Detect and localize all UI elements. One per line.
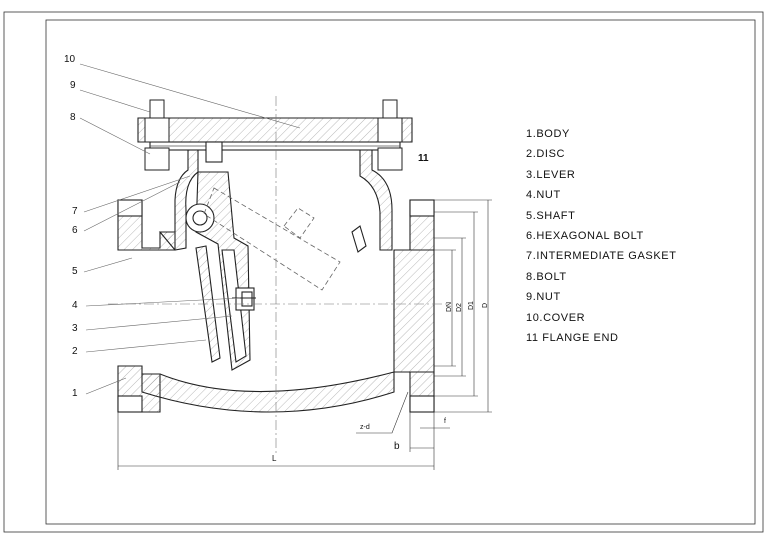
cover (137, 117, 413, 151)
dim-d1: D1 (468, 301, 475, 310)
callout-4: 4 (72, 300, 78, 311)
leader-lines (79, 63, 301, 395)
part-item: 6.HEXAGONAL BOLT (526, 229, 644, 242)
dim-f: f (444, 418, 446, 425)
callout-3: 3 (72, 323, 78, 334)
inner-border (45, 19, 756, 525)
part-item: 4.NUT (526, 189, 561, 202)
part-item: 7.INTERMEDIATE GASKET (526, 250, 677, 263)
dim-dn: DN (446, 301, 453, 312)
dim-d2: D2 (456, 303, 463, 312)
part-item: 2.DISC (526, 148, 566, 161)
callout-7: 7 (72, 206, 78, 217)
part-item: 9.NUT (526, 291, 561, 304)
center-lines (108, 96, 448, 455)
callout-5: 5 (72, 266, 78, 277)
callout-10: 10 (64, 54, 76, 65)
disc-lever-assembly (185, 141, 256, 371)
dim-d: D (482, 302, 489, 308)
valve-body (117, 149, 435, 413)
callout-11: 11 (418, 153, 429, 164)
dim-length: L (272, 454, 277, 463)
callout-9: 9 (70, 80, 76, 91)
callout-2: 2 (72, 346, 78, 357)
dimension-lines (117, 199, 492, 470)
callout-6: 6 (72, 225, 78, 236)
callout-1: 1 (72, 388, 78, 399)
part-item: 5.SHAFT (526, 209, 576, 222)
parts-list: 1.BODY 2.DISC 3.LEVER 4.NUT 5.SHAFT 6.HE… (526, 124, 677, 348)
part-item: 11 FLANGE END (526, 331, 619, 344)
cover-bolts (144, 99, 403, 171)
open-disc-position (203, 187, 341, 291)
part-item: 3.LEVER (526, 168, 576, 181)
dim-zd: z-d (360, 424, 370, 431)
outer-border (3, 11, 764, 533)
part-item: 10.COVER (526, 311, 586, 324)
dim-b: b (394, 441, 400, 452)
part-item: 1.BODY (526, 128, 570, 140)
part-item: 8.BOLT (526, 270, 567, 283)
callout-8: 8 (70, 112, 76, 123)
